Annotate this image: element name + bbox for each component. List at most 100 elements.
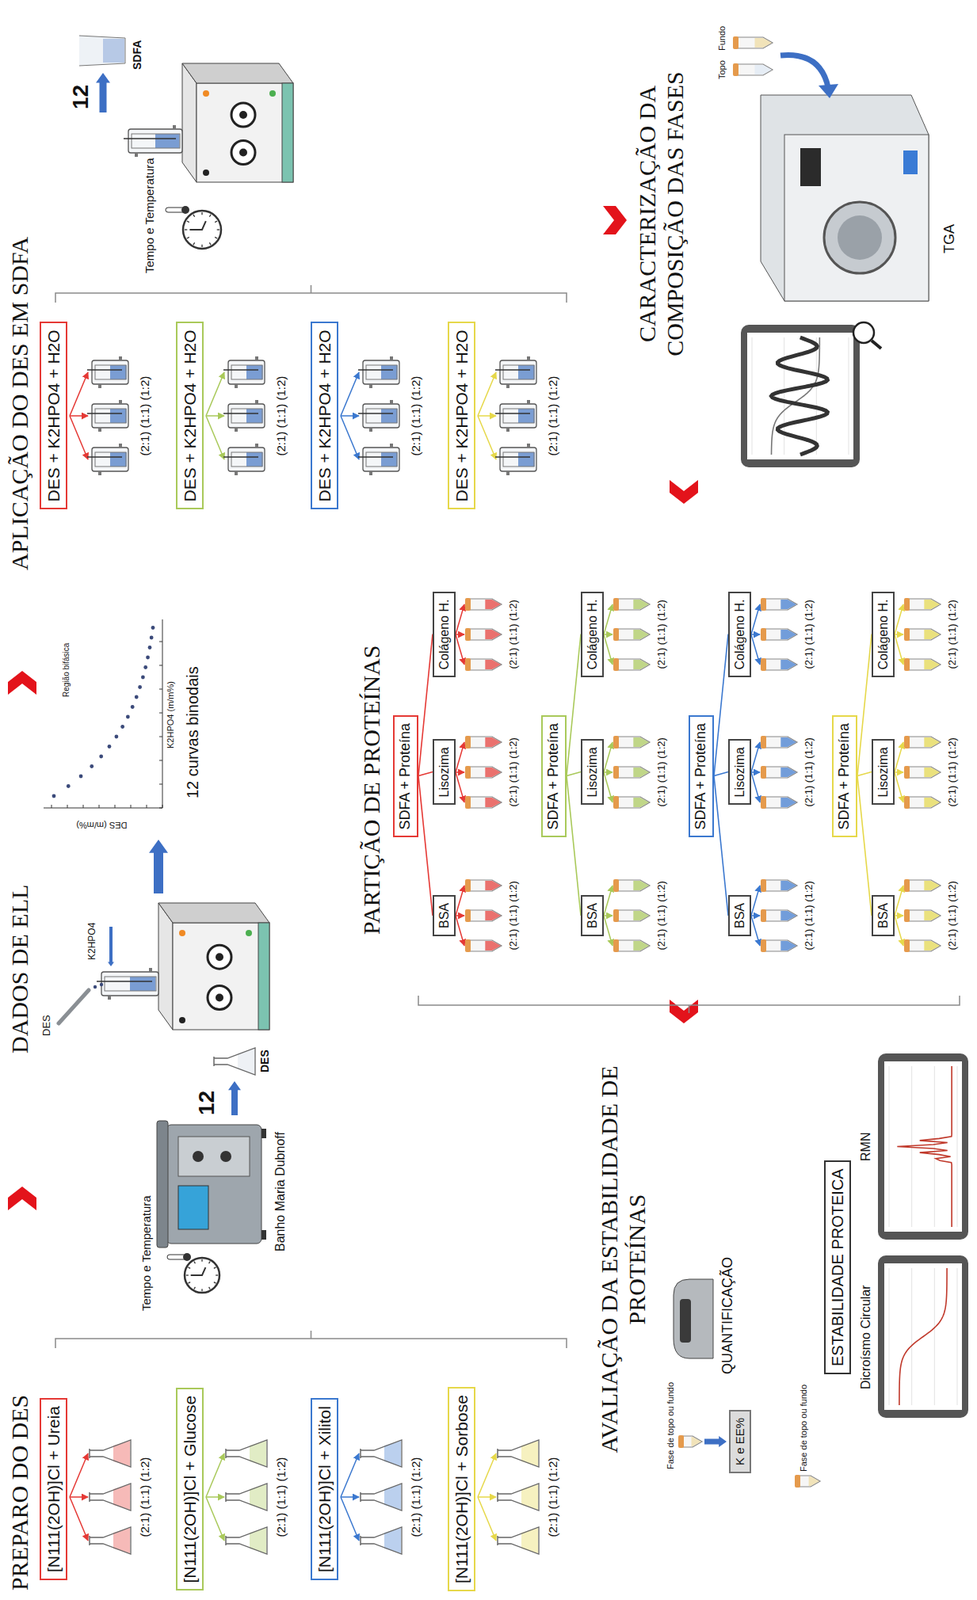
- knob: [207, 945, 232, 970]
- tube-liquid: [780, 737, 797, 748]
- box-text: SDFA + Proteína: [692, 723, 710, 831]
- flask-rim: [225, 1536, 227, 1546]
- flask: [497, 1440, 539, 1468]
- jacket-outer: [499, 360, 537, 385]
- jacket-liquid: [381, 365, 398, 380]
- tube-cap: [678, 1435, 684, 1449]
- magnifier-handle: [871, 340, 882, 349]
- nozzle: [506, 427, 510, 432]
- data-point: [114, 735, 119, 740]
- tube-liquid: [484, 911, 501, 921]
- phase-label: Fase de topo ou fundo: [798, 1385, 810, 1473]
- tube: [908, 736, 941, 749]
- tube-cap: [465, 909, 471, 923]
- grid-line: [911, 1066, 913, 1228]
- nozzle: [134, 152, 138, 157]
- jacket-liquid: [110, 408, 127, 424]
- flask: [89, 1527, 131, 1555]
- tick: [159, 641, 163, 643]
- flask: [225, 1440, 268, 1468]
- fan-line: [603, 772, 613, 803]
- box-text: DES + K2HPO4 + H2O: [314, 329, 335, 502]
- tube: [908, 940, 941, 952]
- nozzle: [118, 356, 123, 361]
- tube-cap: [794, 1475, 801, 1489]
- fan-line: [455, 604, 465, 635]
- group-bracket: [55, 285, 567, 303]
- probe: [495, 412, 531, 415]
- clock-tick: [193, 242, 195, 245]
- fan-line: [206, 1497, 225, 1542]
- tick: [159, 736, 163, 738]
- jacket-inner: [231, 452, 263, 467]
- reagent-label: K2HPO4: [87, 923, 99, 961]
- box-text: ESTABILIDADE PROTEICA: [828, 1168, 848, 1367]
- tube-liquid: [633, 881, 649, 891]
- jacket-liquid: [518, 365, 535, 380]
- probe: [96, 980, 153, 983]
- data-point: [141, 675, 146, 680]
- tube-cap: [613, 879, 619, 893]
- condition-label: Tempo e Temperatura: [139, 1195, 153, 1312]
- tube: [618, 910, 650, 922]
- nozzle: [148, 968, 153, 973]
- tube-cap: [760, 658, 767, 672]
- tube: [908, 880, 941, 892]
- tick: [130, 805, 132, 809]
- tube-cap: [613, 628, 619, 642]
- pipette: [58, 990, 89, 1024]
- flask: [360, 1440, 402, 1468]
- tga-display: [800, 148, 821, 187]
- flow-chevron: [7, 1186, 37, 1211]
- fan-line: [603, 633, 613, 636]
- protein-box: Colágeno H.: [580, 591, 604, 679]
- protein-box: Colágeno H.: [432, 591, 456, 679]
- tube-liquid: [923, 660, 940, 670]
- jacket-liquid: [246, 365, 264, 380]
- clock-tick: [209, 1287, 211, 1290]
- tube-cap: [904, 658, 910, 672]
- method-label: Dicroísmo Circular: [858, 1285, 874, 1390]
- tube-liquid: [923, 767, 940, 778]
- tube-liquid: [633, 599, 649, 610]
- tick: [159, 689, 163, 691]
- monitor-screen: [884, 1061, 962, 1233]
- tube-cap: [760, 939, 767, 953]
- fan-line: [894, 915, 904, 917]
- tube-cap: [760, 909, 767, 923]
- tube-cap: [760, 736, 767, 749]
- plot-curve: [770, 337, 828, 455]
- protein-box: BSA: [580, 895, 604, 937]
- jacket-inner: [131, 133, 180, 149]
- tube-cap: [732, 36, 739, 50]
- protein-box: BSA: [432, 895, 456, 937]
- flask-label: DES: [258, 1049, 271, 1073]
- drop: [99, 983, 104, 987]
- system-box: DES + K2HPO4 + H2O: [310, 321, 339, 510]
- tube-cap: [904, 879, 910, 893]
- des-preparation-box: [N111(2OH)]Cl + Glucose: [175, 1388, 204, 1592]
- ratio-label: (2:1) (1:1) (1:2): [946, 881, 959, 951]
- jacket-outer: [91, 447, 129, 472]
- tube-liquid: [484, 797, 501, 808]
- fan-line: [477, 1497, 497, 1542]
- tube: [618, 629, 650, 641]
- grid-line: [889, 1268, 890, 1406]
- ratio-label: (2:1) (1:1) (1:2): [803, 881, 816, 951]
- flow-chevron: [669, 999, 699, 1024]
- section-title: CARACTERIZAÇÃO DA COMPOSIÇÃO DAS FASES: [633, 39, 689, 389]
- tube: [908, 797, 941, 809]
- tga-window-inner: [837, 215, 882, 260]
- box-text: K e EE%: [732, 1418, 748, 1466]
- nozzle: [118, 400, 123, 405]
- system-box: DES + K2HPO4 + H2O: [447, 321, 476, 510]
- tube: [618, 599, 650, 611]
- probe: [223, 412, 259, 415]
- nozzle: [526, 356, 531, 361]
- tube-cap: [904, 628, 910, 642]
- fan-line: [894, 742, 904, 773]
- ratio-label: (2:1) (1:1) (1:2): [656, 881, 668, 951]
- foot: [202, 169, 210, 176]
- box-text: BSA: [732, 903, 748, 929]
- plate-top: [182, 63, 197, 183]
